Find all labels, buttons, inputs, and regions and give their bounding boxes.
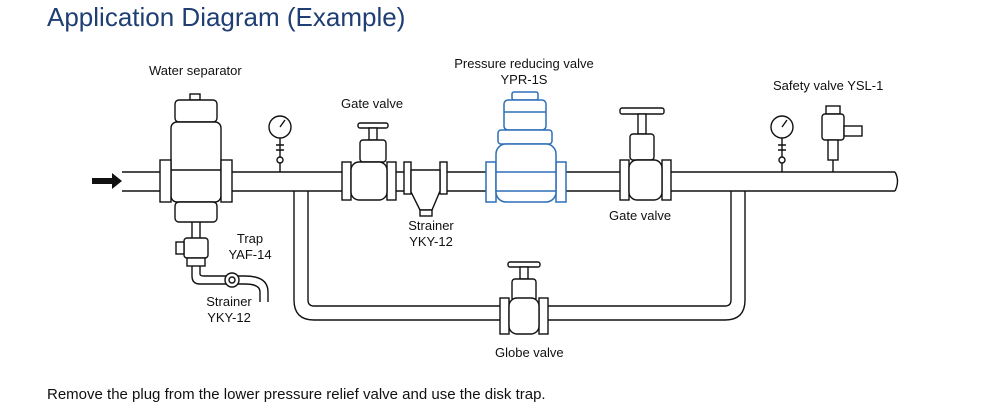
strainer-main-label: Strainer YKY-12 [398, 218, 464, 250]
water-separator [159, 93, 233, 223]
water-separator-label: Water separator [149, 63, 242, 78]
page-title: Application Diagram (Example) [47, 2, 406, 32]
pressure-gauge-icon [268, 115, 292, 172]
gate-valve-2-label: Gate valve [609, 208, 672, 223]
strainer-trap-label: Strainer YKY-12 [196, 294, 262, 326]
gate-valve-1-label: Gate valve [341, 96, 404, 111]
strainer-main-name: Strainer [408, 218, 454, 233]
footer-note: Remove the plug from the lower pressure … [47, 386, 546, 403]
trap-name: Trap [236, 231, 264, 246]
strainer-trap-name: Strainer [206, 294, 252, 309]
strainer-main-model: YKY-12 [409, 234, 453, 249]
globe-valve [499, 261, 549, 335]
pressure-reducing-valve-label: Pressure reducing valve YPR-1S [446, 56, 602, 88]
safety-valve-label: Safety valve YSL-1 [773, 78, 884, 93]
pressure-reducing-valve-model: YPR-1S [500, 72, 548, 87]
gate-valve-1 [341, 122, 397, 201]
trap-assembly [175, 222, 269, 302]
bypass-pipe [293, 191, 746, 321]
trap-model: YAF-14 [228, 247, 272, 262]
globe-valve-label: Globe valve [495, 345, 564, 360]
strainer-main [403, 161, 448, 217]
pressure-gauge-icon [770, 115, 794, 172]
trap-label: Trap YAF-14 [222, 231, 278, 263]
gate-valve-2 [619, 107, 672, 201]
safety-valve [821, 105, 863, 172]
pressure-reducing-valve-name: Pressure reducing valve [454, 56, 594, 71]
inlet-arrow-icon [92, 173, 122, 189]
pressure-reducing-valve [485, 91, 567, 203]
strainer-trap-model: YKY-12 [207, 310, 251, 325]
